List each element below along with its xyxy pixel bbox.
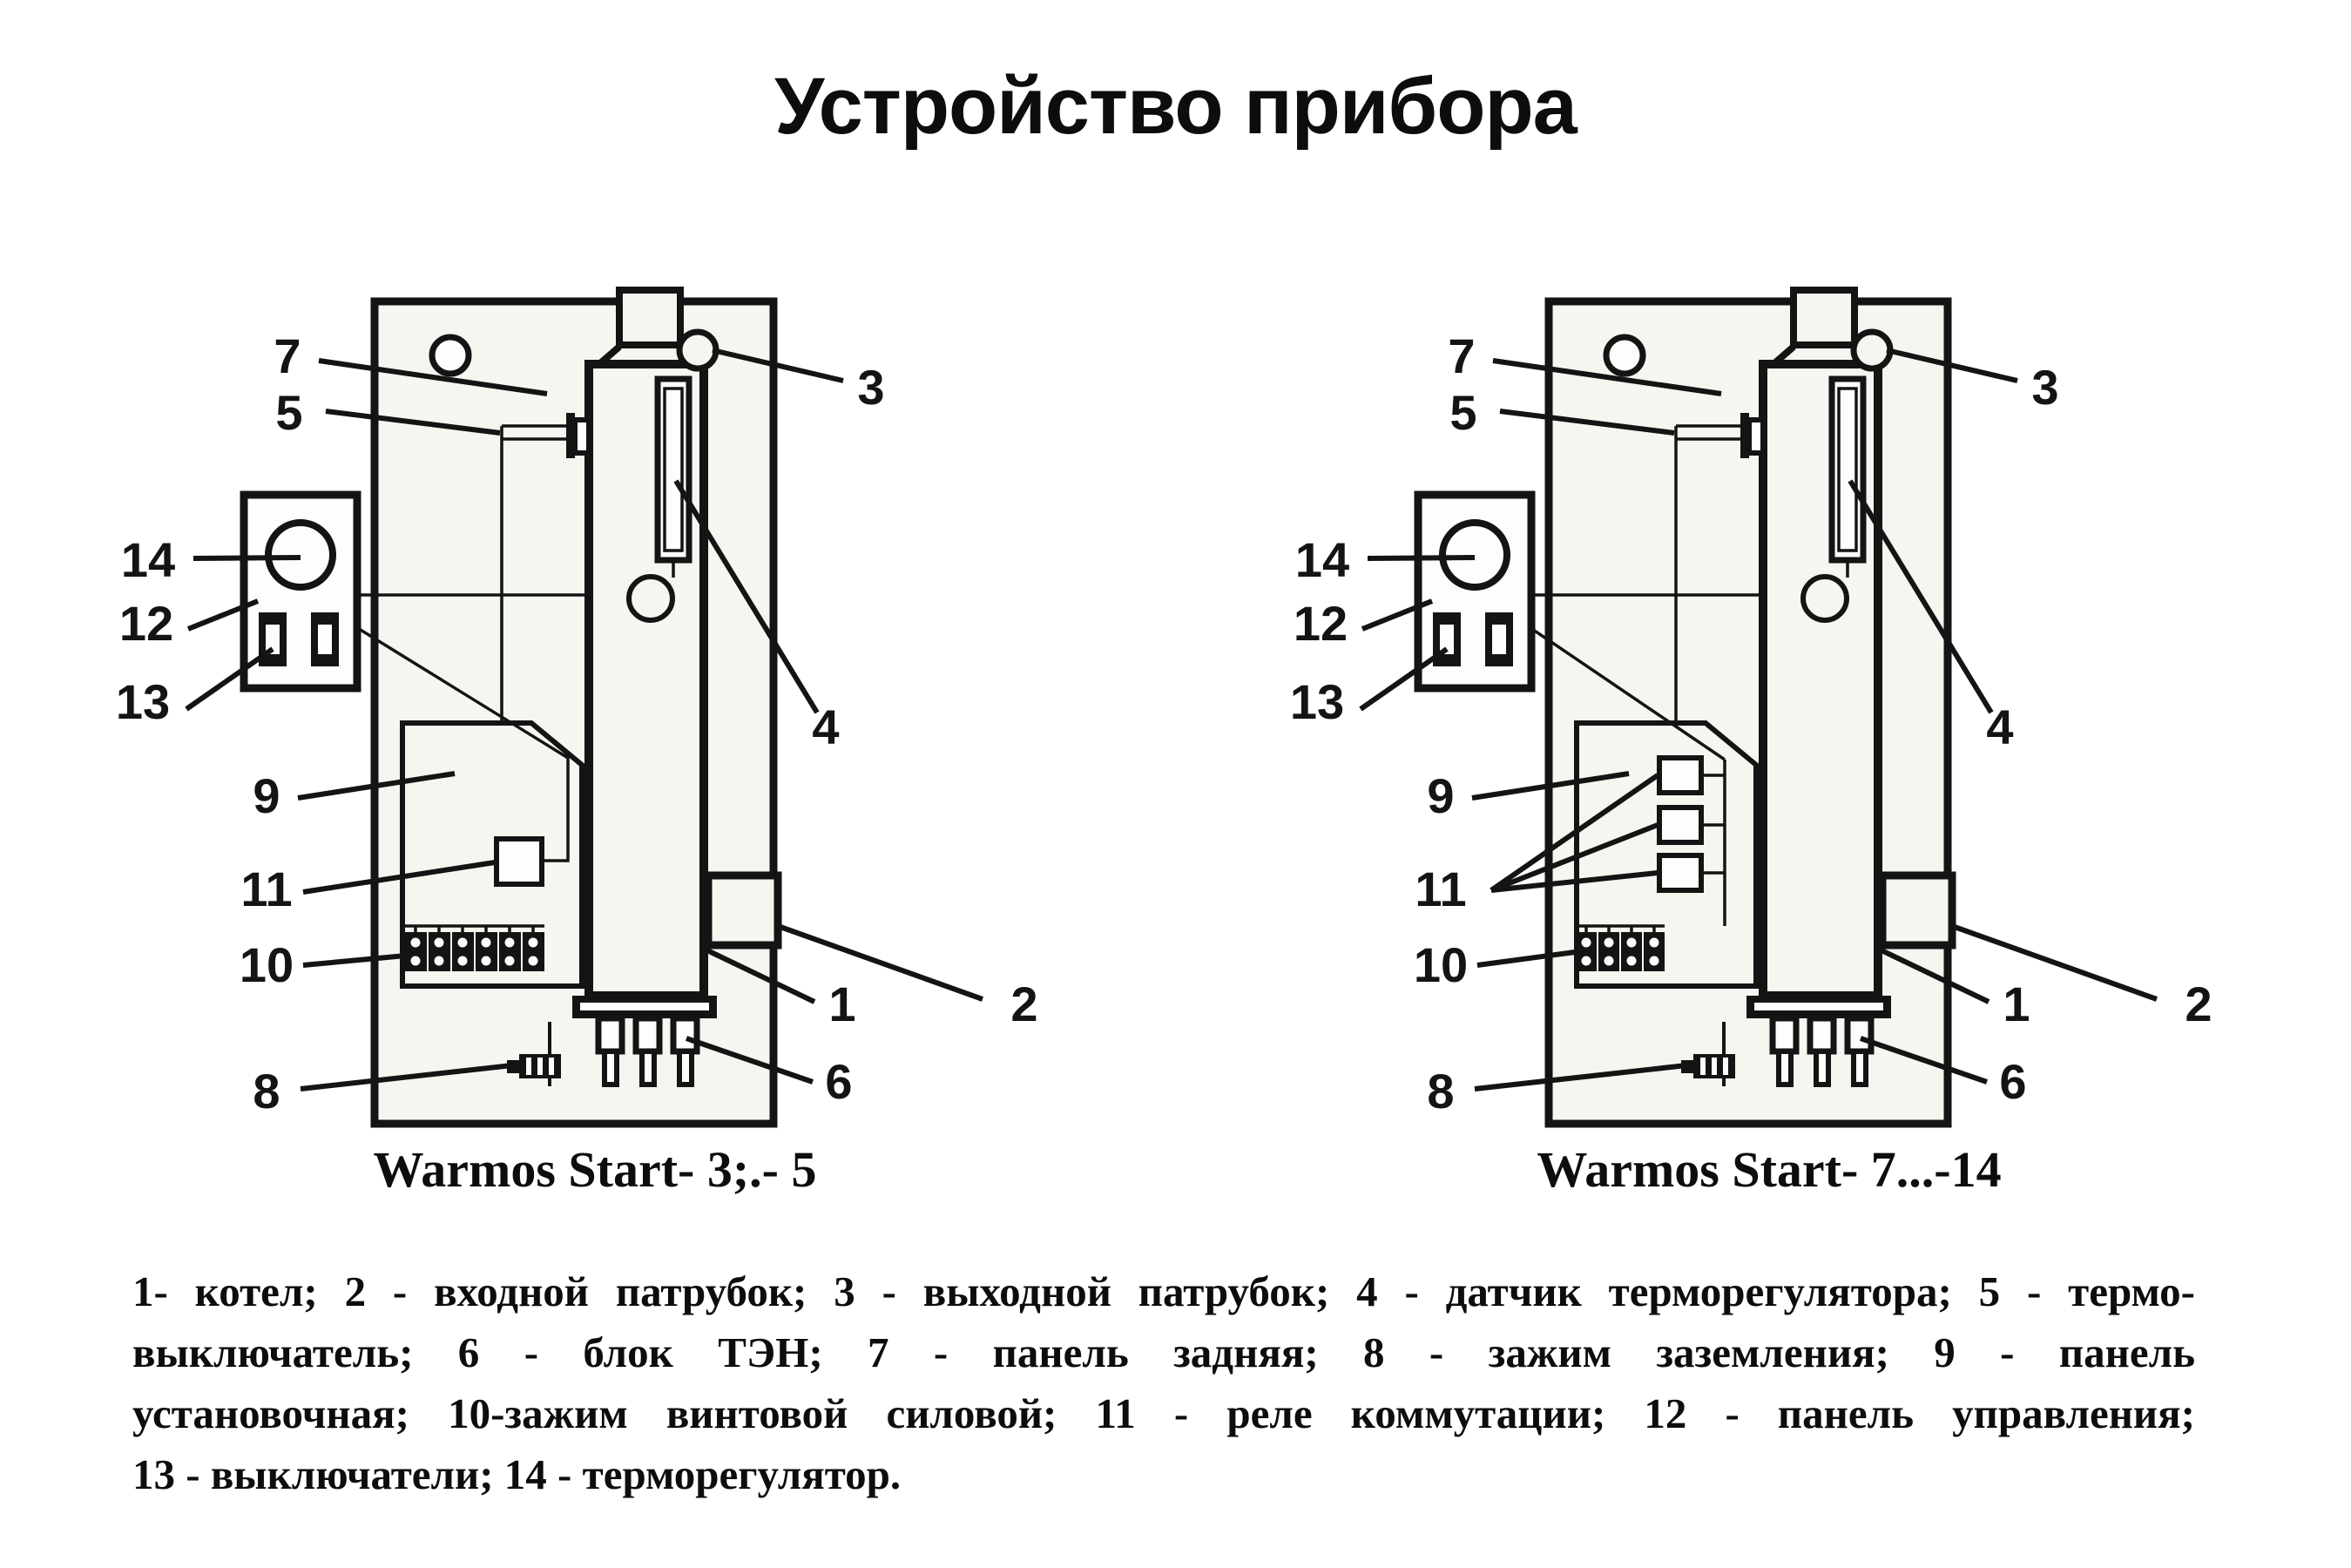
- model-caption: Warmos Start- 3;.- 5: [373, 1141, 816, 1198]
- callout-10: 10: [1414, 937, 1468, 992]
- heating-element-block: [1746, 996, 1891, 1087]
- outlet-neck: [1790, 287, 1858, 348]
- sensor-port: [1800, 574, 1849, 623]
- callout-10: 10: [240, 937, 294, 992]
- power-terminal-block: [1574, 924, 1665, 971]
- legend-line-2: выключатель; 6 - блок ТЭН; 7 - панель за…: [132, 1328, 2195, 1376]
- outlet-port: [1850, 328, 1894, 372]
- page-title: Устройство прибора: [774, 62, 1577, 151]
- commutation-relay: [1657, 853, 1704, 893]
- callout-7: 7: [1448, 328, 1475, 383]
- callout-2: 2: [2185, 977, 2212, 1031]
- callout-13: 13: [116, 674, 170, 729]
- callout-11: 11: [240, 862, 292, 916]
- diagram-warmos-start-3-5: 7 5 3 4 14 12 13 9 11 10 8 1 2 6 Warmos …: [116, 287, 1038, 1198]
- callout-3: 3: [2031, 360, 2058, 415]
- callout-8: 8: [1427, 1064, 1454, 1119]
- thermostat-knob: [1439, 519, 1510, 591]
- callout-5: 5: [275, 385, 302, 440]
- outlet-neck: [616, 287, 684, 348]
- callout-4: 4: [1986, 700, 2013, 754]
- callout-4: 4: [812, 700, 839, 754]
- callout-14: 14: [121, 532, 175, 587]
- thermostat-knob: [265, 519, 336, 591]
- tank-shoulder: [597, 343, 622, 368]
- callout-2: 2: [1010, 977, 1037, 1031]
- thermo-switch: [566, 413, 591, 458]
- heating-element-block: [572, 996, 717, 1087]
- callout-9: 9: [1427, 768, 1454, 823]
- callout-8: 8: [253, 1064, 280, 1119]
- control-panel: [240, 490, 361, 693]
- wire: [344, 618, 570, 862]
- model-caption: Warmos Start- 7...-14: [1537, 1141, 2001, 1198]
- inlet-pipe: [704, 871, 782, 950]
- outlet-port: [676, 328, 719, 372]
- callout-pointers: [185, 348, 984, 1092]
- callout-5: 5: [1449, 385, 1476, 440]
- callout-1: 1: [828, 977, 855, 1031]
- callout-6: 6: [825, 1054, 852, 1109]
- control-panel: [1414, 490, 1536, 693]
- wire: [1518, 618, 1726, 761]
- callout-pointers: [1359, 348, 2158, 1092]
- legend-line-3: установочная; 10-зажим винтовой силовой;…: [132, 1389, 2195, 1437]
- power-terminal-block: [403, 924, 544, 971]
- callout-6: 6: [1999, 1054, 2026, 1109]
- callout-1: 1: [2003, 977, 2030, 1031]
- mounting-hole: [1603, 334, 1646, 377]
- callout-3: 3: [857, 360, 884, 415]
- callout-12: 12: [119, 596, 173, 651]
- legend-line-4: 13 - выключатели; 14 - терморегулятор.: [132, 1450, 902, 1498]
- commutation-relay: [494, 836, 544, 887]
- mounting-panel: [400, 720, 584, 989]
- callout-12: 12: [1294, 596, 1348, 651]
- legend-line-1: 1- котел; 2 - входной патрубок; 3 - выхо…: [132, 1267, 2195, 1315]
- sensor-port: [626, 574, 675, 623]
- callout-11: 11: [1415, 862, 1466, 916]
- thermoregulator-sensor: [1828, 375, 1867, 578]
- thermo-switch: [1740, 413, 1766, 458]
- diagram-warmos-start-7-14: 7 5 3 4 14 12 13 9 11 10 8 1 2 6 Warmos …: [1290, 287, 2213, 1198]
- inlet-pipe: [1878, 871, 1956, 950]
- callout-14: 14: [1295, 532, 1349, 587]
- callout-7: 7: [274, 328, 301, 383]
- commutation-relay: [1657, 755, 1704, 795]
- thermoregulator-sensor: [654, 375, 692, 578]
- callout-13: 13: [1290, 674, 1344, 729]
- mounting-hole: [429, 334, 472, 377]
- commutation-relay: [1657, 805, 1704, 845]
- callout-9: 9: [253, 768, 280, 823]
- legend: 1- котел; 2 - входной патрубок; 3 - выхо…: [132, 1261, 2195, 1505]
- tank-shoulder: [1771, 343, 1796, 368]
